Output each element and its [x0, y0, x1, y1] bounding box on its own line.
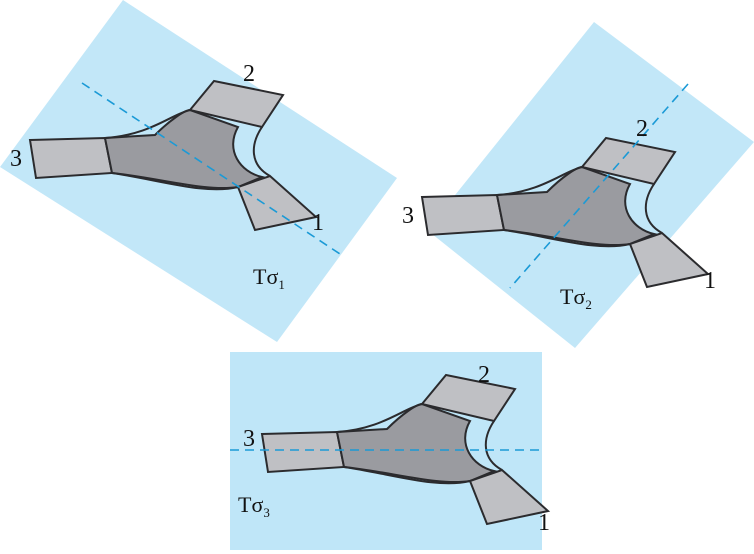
plane-label-sub: 2 — [585, 297, 592, 312]
leg-label-3: 3 — [243, 426, 255, 452]
panel-sigma1: 2 3 1 Tσ1 — [0, 0, 397, 342]
leg-label-2: 2 — [478, 362, 490, 388]
plane-label-main: Tσ — [560, 284, 585, 309]
plane-label-sub: 1 — [278, 277, 285, 292]
leg-label-3: 3 — [402, 203, 414, 229]
plane-label-main: Tσ — [238, 492, 263, 517]
leg-label-1: 1 — [312, 210, 324, 236]
leg-label-1: 1 — [704, 268, 716, 294]
cut-line-2 — [509, 83, 689, 289]
leg-label-2: 2 — [243, 61, 255, 87]
plane-label-2: Tσ2 — [560, 284, 592, 312]
panel-sigma3: 2 3 1 Tσ3 — [230, 352, 550, 550]
leg-label-3: 3 — [10, 146, 22, 172]
leg-label-2: 2 — [636, 116, 648, 142]
panel-sigma2: 2 3 1 Tσ2 — [402, 22, 754, 348]
plane-label-1: Tσ1 — [253, 264, 285, 292]
plane-label-main: Tσ — [253, 264, 278, 289]
plane-label-sub: 3 — [263, 505, 270, 520]
cut-line-1 — [81, 82, 344, 257]
plane-label-3: Tσ3 — [238, 492, 270, 520]
leg-label-1: 1 — [538, 510, 550, 536]
